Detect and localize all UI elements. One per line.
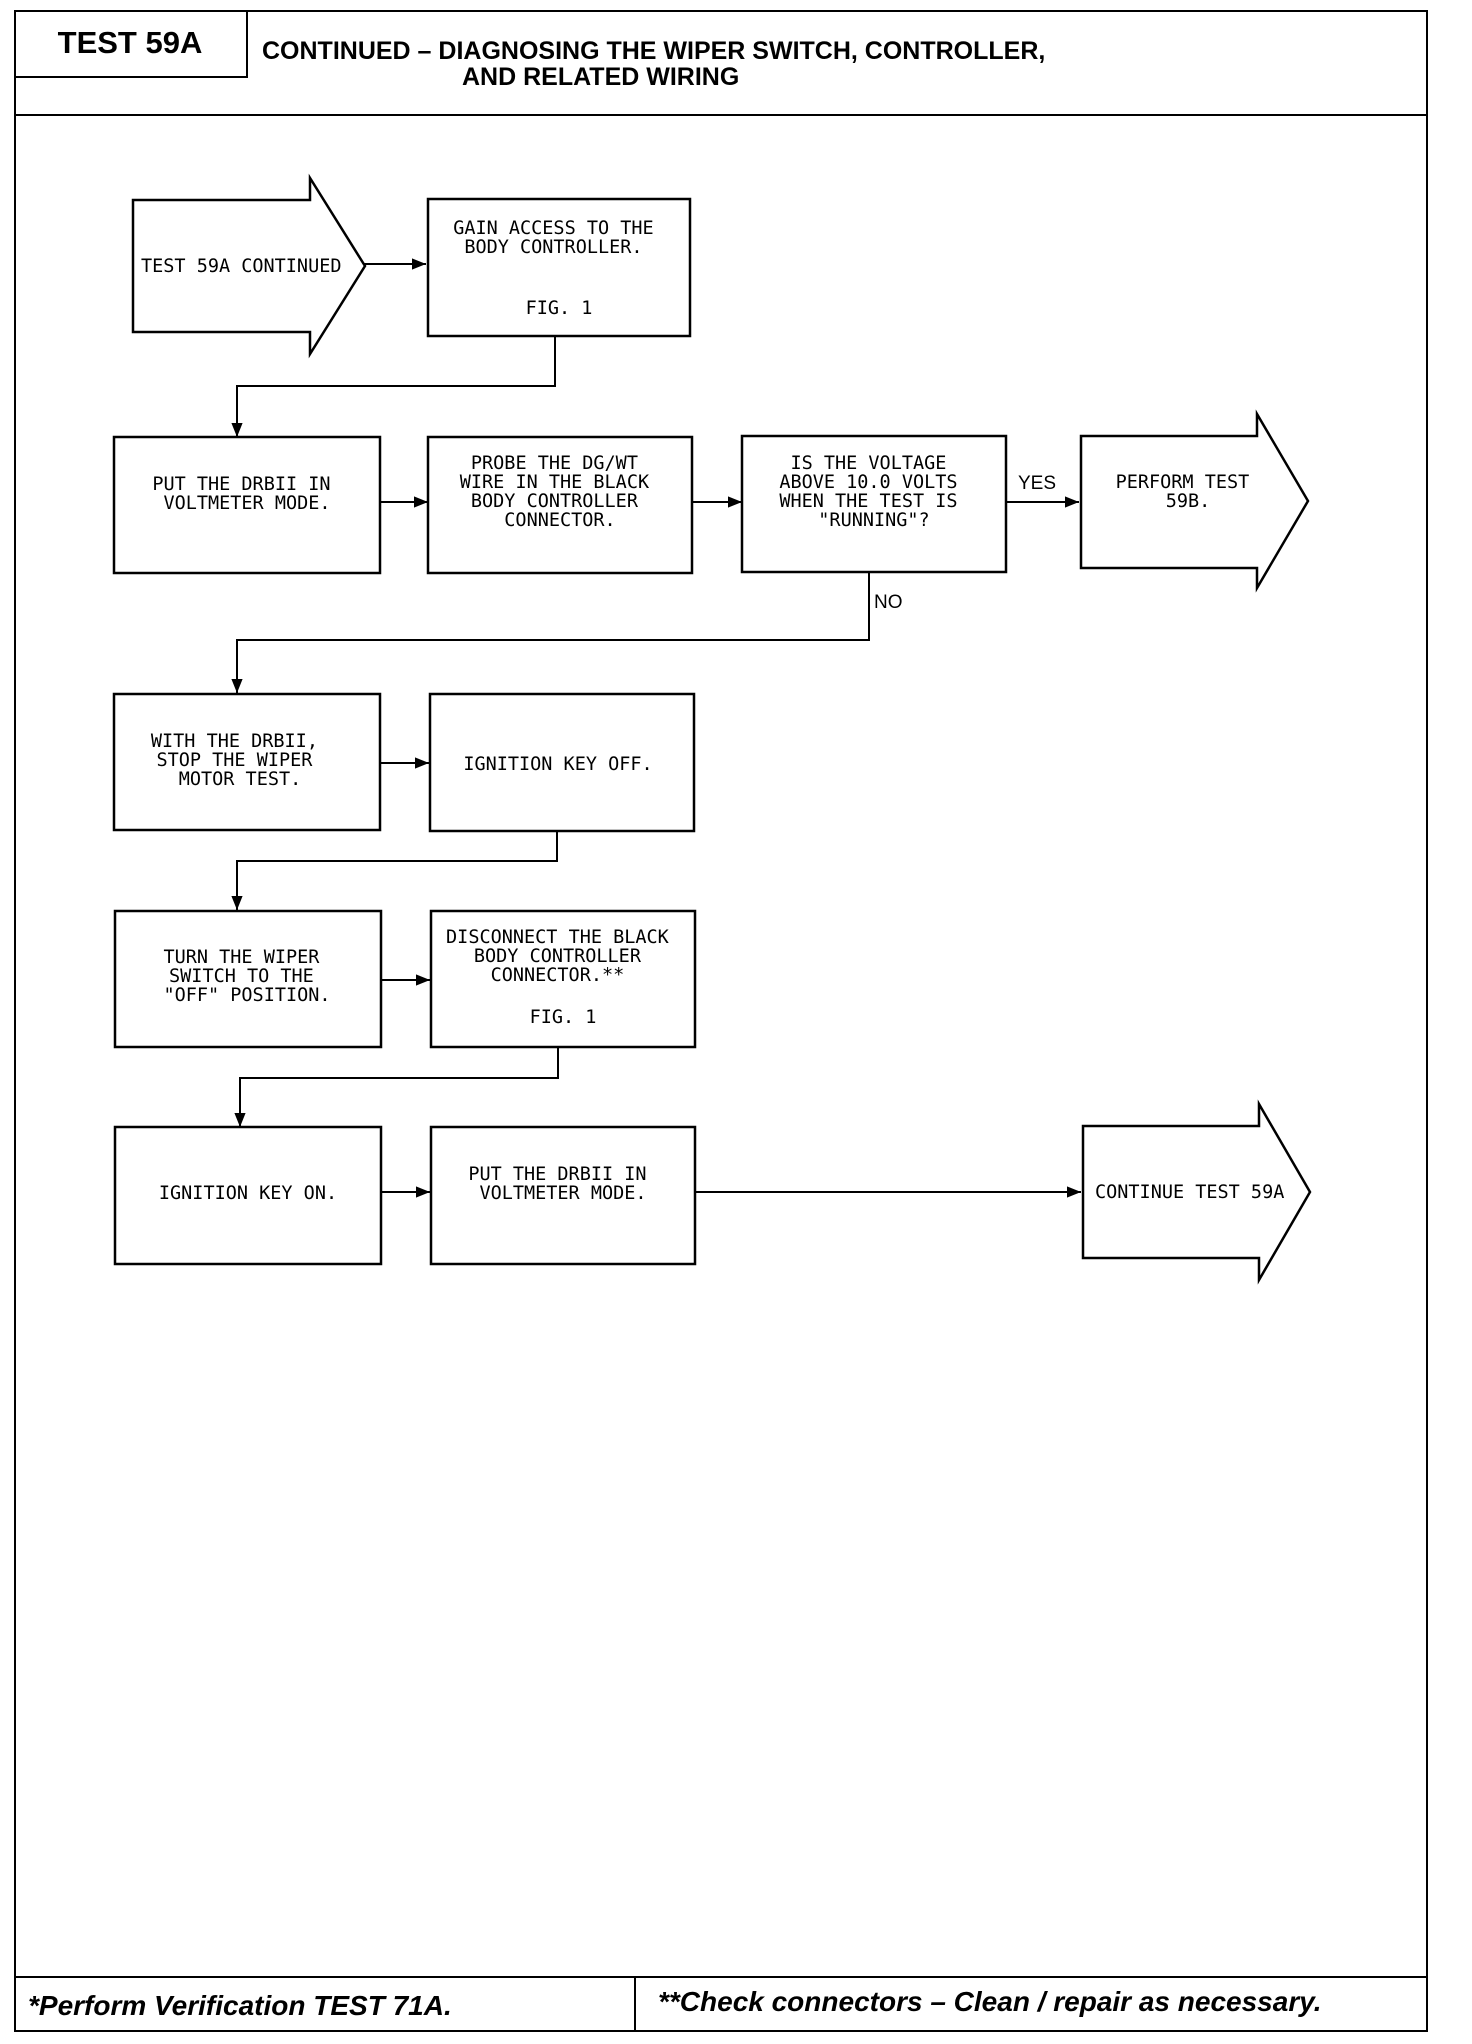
continue-test-59a-arrow: CONTINUE TEST 59A: [1081, 1099, 1312, 1285]
connector-disconnect-to-ignition-on: [234, 1048, 559, 1127]
step-drbii-voltmeter-mode-2: PUT THE DRBII IN VOLTMETER MODE.: [429, 1125, 697, 1266]
step-text-line: PUT THE DRBII IN: [468, 1164, 646, 1185]
svg-text:PUT THE DRBII IN VOLTMET: PUT THE DRBII IN VOLTMETER MODE.: [152, 474, 341, 514]
step-turn-wiper-switch-off: TURN THE WIPER SWITCH TO THE "OFF" POSIT…: [113, 909, 383, 1049]
svg-text:PERFORM TEST 59B.: PERFORM TEST 59B.: [1116, 472, 1261, 512]
fig-ref: FIG. 1: [530, 1007, 597, 1028]
test-id: TEST 59A: [14, 10, 248, 78]
step-text-line: WHEN THE TEST IS: [779, 491, 957, 512]
svg-text:IS THE VOLTAGE ABOVE 10.: IS THE VOLTAGE ABOVE 10.0 VOLTS WHEN THE…: [779, 453, 968, 531]
header-band: [14, 10, 1428, 116]
step-drbii-voltmeter-mode: PUT THE DRBII IN VOLTMETER MODE.: [112, 435, 382, 575]
step-stop-wiper-motor-test: WITH THE DRBII, STOP THE WIPER MOTOR TES…: [112, 692, 382, 832]
svg-text:IGNITION KEY OFF.: IGNITION KEY OFF.: [463, 754, 652, 775]
svg-text:PUT THE DRBII IN VOLTMET: PUT THE DRBII IN VOLTMETER MODE.: [468, 1164, 657, 1204]
page-title-line-2: AND RELATED WIRING: [462, 63, 740, 91]
start-label: TEST 59A CONTINUED: [141, 256, 341, 277]
step-text-line: PUT THE DRBII IN: [152, 474, 330, 495]
svg-text:PROBE THE DG/WT WIRE IN: PROBE THE DG/WT WIRE IN THE BLACK BODY C…: [460, 453, 661, 531]
yes-label: YES: [1018, 473, 1056, 494]
step-text-line: STOP THE WIPER: [156, 750, 313, 771]
step-text-line: VOLTMETER MODE.: [163, 493, 330, 514]
step-gain-access: GAIN ACCESS TO THE BODY CONTROLLER. FIG.…: [426, 197, 692, 338]
page-frame: [14, 10, 1428, 2032]
start-arrow: TEST 59A CONTINUED: [131, 173, 367, 359]
step-ignition-key-on: IGNITION KEY ON.: [113, 1125, 383, 1266]
step-text-line: SWITCH TO THE: [169, 966, 314, 987]
step-text-line: IGNITION KEY ON.: [159, 1183, 337, 1204]
footer-band: [14, 1976, 1428, 2032]
perform-test-59b-arrow: PERFORM TEST 59B.: [1079, 409, 1310, 593]
svg-text:IGNITION KEY ON.: IGNITION KEY ON.: [159, 1183, 337, 1204]
step-text-line: IGNITION KEY OFF.: [463, 754, 652, 775]
step-text-line: "RUNNING"?: [818, 510, 929, 531]
footer-note-connectors: **Check connectors – Clean / repair as n…: [658, 1986, 1322, 2017]
step-text-line: BODY CONTROLLER: [471, 491, 639, 512]
step-text-line: DISCONNECT THE BLACK: [446, 927, 670, 948]
step-text-line: ABOVE 10.0 VOLTS: [779, 472, 957, 493]
step-text-line: CONNECTOR.: [504, 510, 615, 531]
step-text-line: "OFF" POSITION.: [163, 985, 330, 1006]
continue-label: CONTINUE TEST 59A: [1095, 1182, 1284, 1203]
step-text-line: CONNECTOR.**: [491, 965, 625, 986]
no-label: NO: [874, 592, 903, 613]
svg-text:WITH THE DRBII, STOP THE: WITH THE DRBII, STOP THE WIPER MOTOR TES…: [151, 731, 329, 790]
decision-voltage-above-10v: IS THE VOLTAGE ABOVE 10.0 VOLTS WHEN THE…: [740, 434, 1008, 574]
page-title: CONTINUED – DIAGNOSING THE WIPER SWITCH,…: [262, 38, 1412, 90]
svg-text:GAIN ACCESS TO THE BODY: GAIN ACCESS TO THE BODY CONTROLLER. FIG.…: [453, 218, 665, 319]
step-text-line: VOLTMETER MODE.: [479, 1183, 646, 1204]
connector-gain-access-to-drbii: [231, 337, 556, 437]
step-disconnect-black-connector: DISCONNECT THE BLACK BODY CONTROLLER CON…: [429, 909, 697, 1049]
step-probe-wire: PROBE THE DG/WT WIRE IN THE BLACK BODY C…: [426, 435, 694, 575]
footer-divider: [634, 1976, 636, 2032]
step-text-line: WIRE IN THE BLACK: [460, 472, 650, 493]
step-ignition-key-off: IGNITION KEY OFF.: [428, 692, 696, 833]
svg-text:DISCONNECT THE BLACK BOD: DISCONNECT THE BLACK BODY CONTROLLER CON…: [446, 927, 680, 1028]
step-text-line: BODY CONTROLLER: [474, 946, 642, 967]
connector-no: [231, 572, 870, 693]
step-text-line: PROBE THE DG/WT: [471, 453, 638, 474]
step-text-line: GAIN ACCESS TO THE: [453, 218, 653, 239]
connector-ignition-off-to-switch: [231, 832, 558, 910]
step-text-line: WITH THE DRBII,: [151, 731, 318, 752]
step-text-line: BODY CONTROLLER.: [464, 237, 642, 258]
step-text-line: MOTOR TEST.: [179, 769, 302, 790]
page-title-line-1: CONTINUED – DIAGNOSING THE WIPER SWITCH,…: [262, 37, 1046, 65]
step-text-line: PERFORM TEST: [1116, 472, 1250, 493]
fig-ref: FIG. 1: [526, 298, 593, 319]
footer-note-verification: *Perform Verification TEST 71A.: [28, 1990, 452, 2021]
step-text-line: TURN THE WIPER: [163, 947, 320, 968]
step-text-line: 59B.: [1166, 491, 1211, 512]
step-text-line: IS THE VOLTAGE: [790, 453, 946, 474]
svg-text:TURN THE WIPER SWITCH TO: TURN THE WIPER SWITCH TO THE "OFF" POSIT…: [163, 947, 330, 1006]
